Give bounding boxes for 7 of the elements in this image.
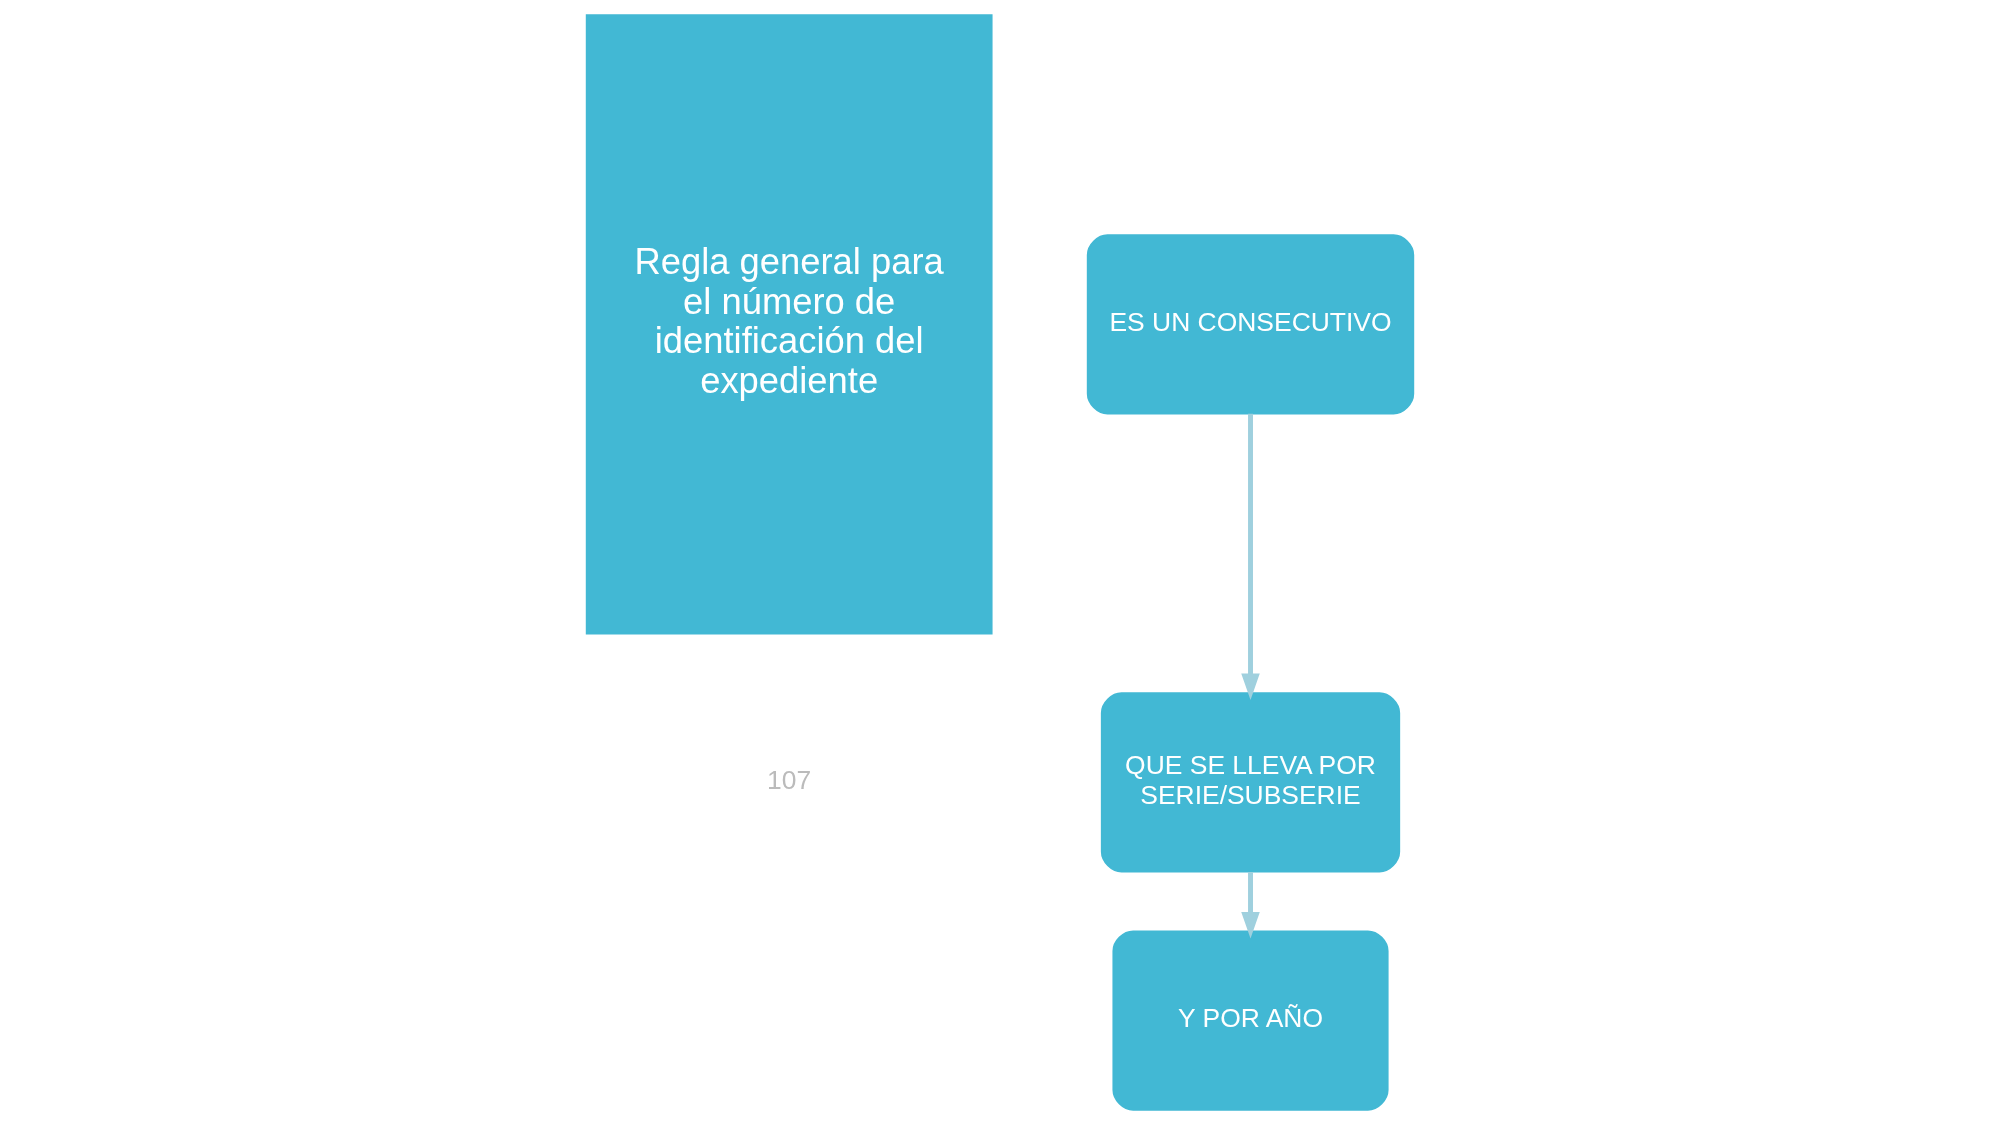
- arrow: [1241, 413, 1260, 701]
- node-box: Y POR AÑO: [1112, 930, 1389, 1111]
- node-box: ES UN CONSECUTIVO: [1086, 234, 1415, 415]
- node-box: QUE SE LLEVA POR SERIE/SUBSERIE: [1100, 692, 1401, 873]
- arrow: [1241, 872, 1260, 939]
- label: 107: [767, 764, 812, 795]
- node-box: Regla general para el número de identificación del expediente: [585, 14, 993, 635]
